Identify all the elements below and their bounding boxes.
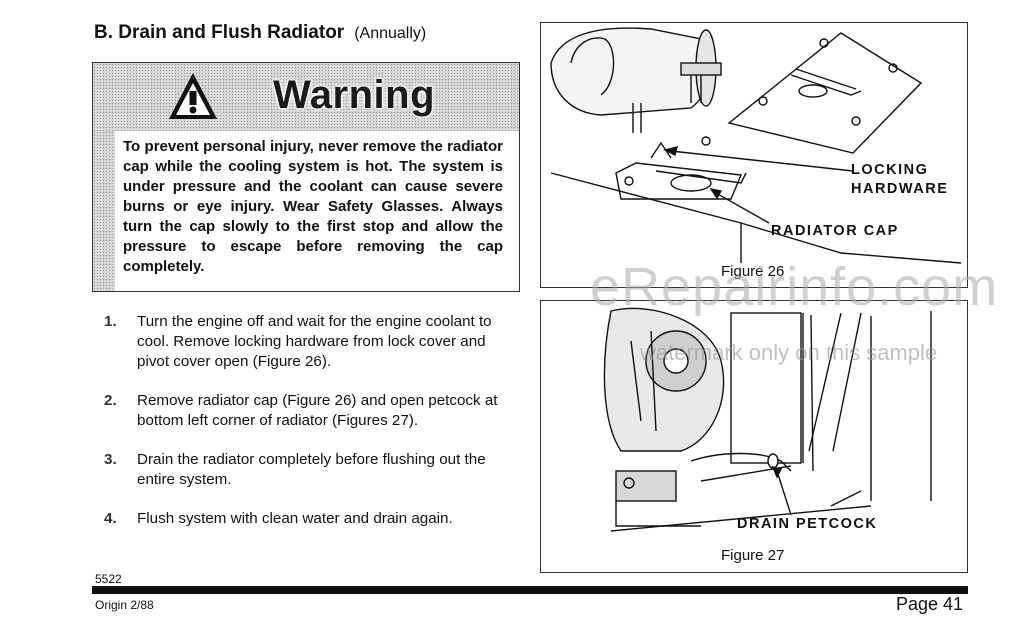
callout-radiator-cap: RADIATOR CAP	[771, 223, 899, 239]
watermark-text: eRepairinfo.com	[590, 257, 999, 317]
callout-locking-hardware: LOCKING HARDWARE	[851, 162, 949, 197]
step-text: Turn the engine off and wait for the eng…	[137, 313, 492, 370]
procedure-steps: 1. Turn the engine off and wait for the …	[104, 312, 520, 548]
warning-title: Warning	[273, 73, 435, 117]
document-number: 5522	[95, 572, 122, 586]
figure-27-illustration	[603, 307, 932, 532]
step-number: 2.	[104, 392, 117, 409]
section-title: B. Drain and Flush Radiator	[94, 22, 345, 43]
list-item: 1. Turn the engine off and wait for the …	[104, 312, 520, 372]
warning-side-band	[93, 131, 115, 291]
section-heading: B. Drain and Flush Radiator (Annually)	[94, 22, 426, 44]
origin-date: Origin 2/88	[95, 598, 154, 612]
list-item: 4. Flush system with clean water and dra…	[104, 509, 520, 529]
warning-triangle-icon	[169, 73, 217, 119]
callout-drain-petcock: DRAIN PETCOCK	[737, 516, 878, 532]
warning-header-band	[93, 63, 519, 131]
step-text: Remove radiator cap (Figure 26) and open…	[137, 392, 498, 429]
step-number: 4.	[104, 510, 117, 527]
step-number: 1.	[104, 313, 117, 330]
warning-text: To prevent personal injury, never remove…	[123, 138, 503, 275]
step-number: 3.	[104, 451, 117, 468]
section-frequency: (Annually)	[354, 25, 427, 42]
figure-26: LOCKING HARDWARE RADIATOR CAP Figure 26	[540, 22, 968, 288]
figure-27: DRAIN PETCOCK Figure 27	[540, 300, 968, 573]
step-text: Drain the radiator completely before flu…	[137, 451, 486, 488]
step-text: Flush system with clean water and drain …	[137, 510, 453, 527]
list-item: 3. Drain the radiator completely before …	[104, 450, 520, 490]
page-number: Page 41	[896, 594, 964, 614]
figure-26-illustration	[550, 27, 962, 264]
footer-divider	[92, 586, 968, 594]
warning-box: Warning To prevent personal injury, neve…	[92, 62, 520, 292]
figure-26-caption: Figure 26	[721, 263, 785, 280]
list-item: 2. Remove radiator cap (Figure 26) and o…	[104, 391, 520, 431]
watermark-subtext: watermark only on this sample	[640, 340, 938, 365]
figure-27-caption: Figure 27	[721, 547, 785, 564]
